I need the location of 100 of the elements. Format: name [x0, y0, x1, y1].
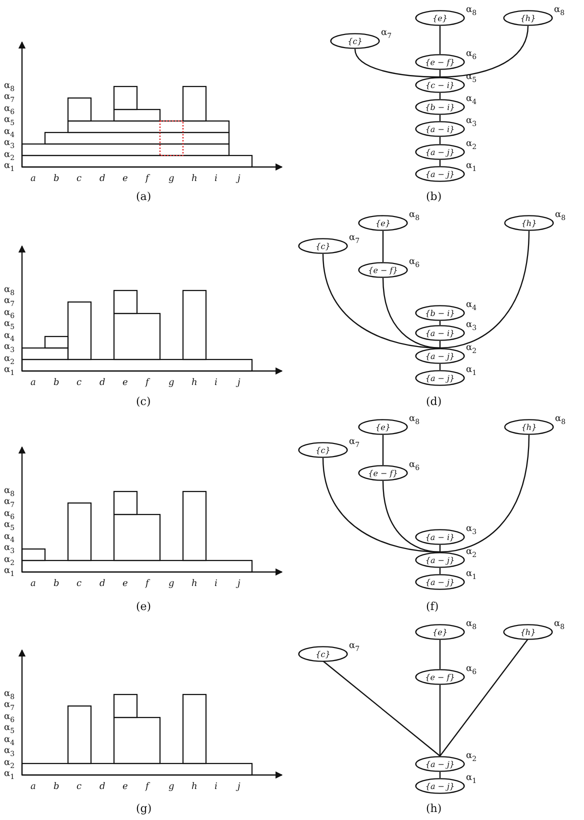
axis-tick-label: h: [192, 174, 198, 184]
level-label: α$_{1}$: [466, 773, 477, 786]
axis-tick-label: d: [100, 782, 106, 792]
level-label: α$_{3}$: [466, 116, 477, 129]
axis-tick-label: α$_{8}$: [4, 80, 15, 94]
axis-tick-label: j: [238, 174, 240, 184]
axis-tick-label: c: [76, 378, 82, 388]
level-label: α$_{2}$: [466, 751, 477, 764]
axis-tick-label: α$_{3}$: [4, 746, 15, 759]
ellipse-node: {e − f}: [358, 465, 408, 481]
axis-tick-label: i: [214, 174, 218, 184]
ellipse-node: {b − i}: [415, 305, 465, 321]
level-label: α$_{8}$: [409, 414, 420, 427]
axis-tick-label: b: [54, 579, 60, 589]
level-label: α$_{2}$: [466, 547, 477, 560]
ellipse-node: {a − j}: [415, 778, 465, 794]
panel-caption: (c): [136, 395, 151, 408]
level-label: α$_{2}$: [466, 343, 477, 356]
axis-tick-label: α$_{1}$: [4, 365, 15, 378]
ellipse-node: {a − i}: [415, 325, 465, 341]
level-label: α$_{8}$: [466, 619, 477, 632]
tree-edge: [439, 26, 441, 54]
axis-tick-label: α$_{2}$: [4, 150, 15, 162]
ellipse-node: {h}: [504, 215, 554, 231]
ellipse-node: {a − j}: [415, 552, 465, 568]
panel-caption: (d): [426, 395, 442, 408]
axis-tick-label: α$_{6}$: [4, 508, 15, 522]
ellipse-node: {e}: [358, 419, 408, 435]
tree-edge: [440, 230, 530, 349]
axis-tick-label: e: [122, 378, 128, 388]
ellipse-node: {e}: [415, 10, 465, 26]
level-label: α$_{8}$: [555, 210, 566, 223]
axis-tick-label: α$_{4}$: [4, 126, 15, 140]
level-label: α$_{8}$: [554, 619, 565, 632]
level-label: α$_{3}$: [466, 320, 477, 333]
panel-caption: (a): [136, 190, 152, 203]
axis-tick-label: a: [30, 782, 36, 792]
axis-tick-label: c: [76, 174, 82, 184]
panel-caption: (g): [136, 802, 152, 815]
level-label: α$_{3}$: [466, 524, 477, 537]
axis-tick-label: b: [54, 378, 60, 388]
axis-tick-label: j: [238, 782, 240, 792]
axis-tick-label: h: [192, 782, 198, 792]
ellipse-node: {c}: [330, 33, 380, 49]
tree-edge: [439, 685, 441, 756]
axis-tick-label: α$_{8}$: [4, 486, 15, 498]
axis-tick-label: α$_{8}$: [4, 688, 15, 702]
axis-tick-label: a: [30, 378, 36, 388]
axis-tick-label: i: [214, 579, 218, 589]
ellipse-node: {e − f}: [415, 54, 465, 70]
axis-tick-label: α$_{3}$: [4, 138, 15, 151]
axis-tick-label: b: [54, 174, 60, 184]
axis-tick-label: α$_{4}$: [4, 330, 15, 344]
axis-tick-label: α$_{1}$: [4, 161, 15, 174]
axis-tick-label: g: [168, 579, 174, 589]
ellipse-node: {b − i}: [415, 99, 465, 115]
ellipse-node: {a − i}: [415, 529, 465, 545]
axis-tick-label: α$_{5}$: [4, 319, 15, 332]
axis-tick-label: e: [122, 782, 128, 792]
ellipse-node: {a − j}: [415, 756, 465, 772]
level-label: α$_{6}$: [466, 664, 477, 677]
level-label: α$_{1}$: [466, 569, 477, 582]
axis-tick-label: α$_{5}$: [4, 115, 15, 128]
panel-caption: (b): [426, 190, 442, 203]
axis-tick-label: i: [214, 378, 218, 388]
axis-tick-label: a: [30, 579, 36, 589]
axis-tick-label: α$_{1}$: [4, 769, 15, 782]
ellipse-node: {h}: [504, 419, 554, 435]
axis-tick-label: α$_{7}$: [4, 497, 15, 510]
axis-tick-label: α$_{5}$: [4, 723, 15, 736]
axis-tick-label: e: [122, 174, 128, 184]
axis-tick-label: c: [76, 579, 82, 589]
axis-tick-label: α$_{7}$: [4, 296, 15, 309]
ellipse-node: {c − i}: [415, 77, 465, 93]
axis-tick-label: g: [168, 174, 174, 184]
level-label: α$_{7}$: [349, 641, 360, 654]
axis-tick-label: α$_{7}$: [4, 92, 15, 105]
axis-tick-label: f: [146, 378, 149, 388]
ellipse-node: {e − f}: [415, 669, 465, 685]
level-label: α$_{7}$: [349, 233, 360, 246]
level-label: α$_{8}$: [555, 414, 566, 427]
ellipse-node: {a − j}: [415, 370, 465, 386]
level-label: α$_{1}$: [466, 365, 477, 378]
ellipse-node: {e}: [415, 624, 465, 640]
tree-edge: [382, 278, 440, 349]
ellipse-node: {c}: [298, 442, 348, 458]
axis-tick-label: d: [100, 579, 106, 589]
level-label: α$_{7}$: [349, 437, 360, 450]
level-label: α$_{6}$: [409, 257, 420, 270]
level-label: α$_{8}$: [466, 5, 477, 18]
level-label: α$_{7}$: [381, 28, 392, 41]
axis-tick-label: α$_{4}$: [4, 532, 15, 544]
tree-edge: [382, 231, 384, 262]
level-label: α$_{4}$: [466, 94, 477, 107]
ellipse-node: {e}: [358, 215, 408, 231]
axis-tick-label: α$_{8}$: [4, 284, 15, 298]
axis-tick-label: α$_{2}$: [4, 354, 15, 366]
level-label: α$_{8}$: [409, 210, 420, 223]
ellipse-node: {a − j}: [415, 348, 465, 364]
ellipse-node: {a − j}: [415, 166, 465, 182]
